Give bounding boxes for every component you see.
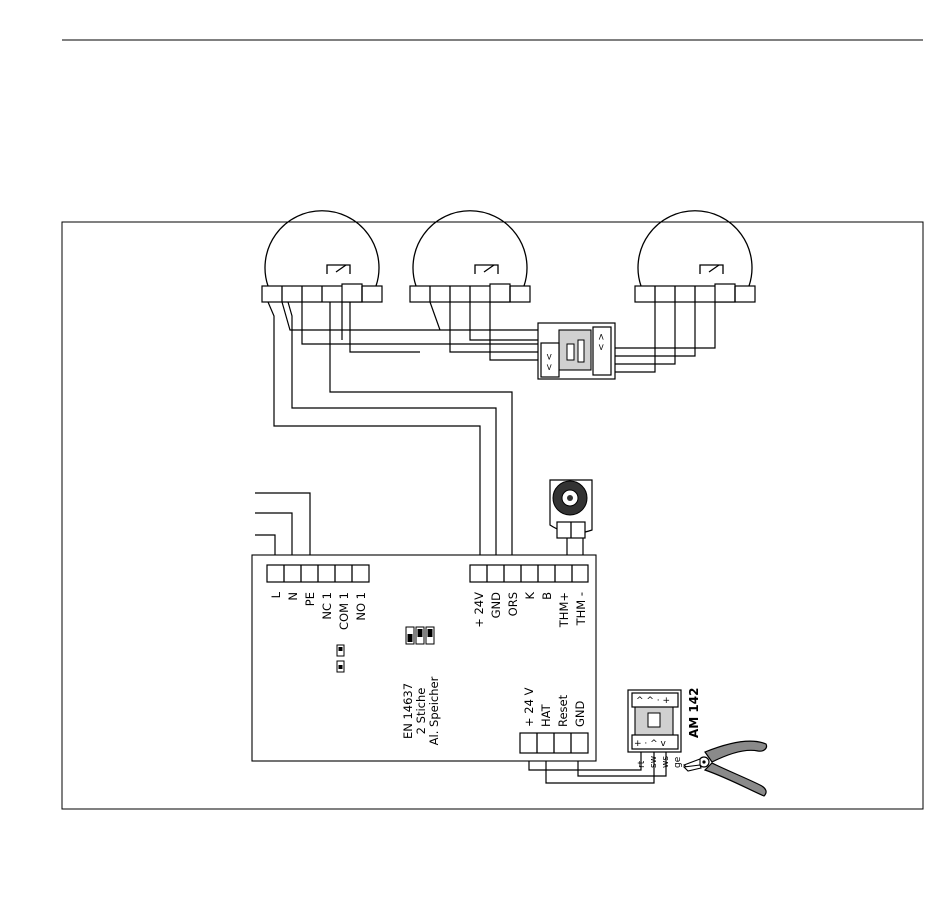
coupling-module: < < < > — [538, 323, 615, 379]
terminal-label-thm-minus: THM - — [574, 592, 588, 626]
terminal-label-thm-plus: THM+ — [557, 592, 571, 628]
standard-note-line-1: EN 14637 — [401, 683, 415, 739]
terminal-label-b: B — [540, 592, 554, 600]
terminal-label-PE: PE — [303, 592, 317, 606]
svg-text:< <: < < — [545, 353, 555, 371]
dip-switch — [406, 627, 434, 644]
door-actuator-1 — [262, 211, 382, 302]
terminal-label-k: K — [523, 592, 537, 600]
terminal-label-gnd: GND — [489, 592, 503, 619]
am142-label: AM 142 — [687, 688, 701, 738]
terminal-label-bottom-24v: + 24 V — [522, 687, 536, 727]
wire-label-ge: ge — [673, 756, 683, 768]
terminal-label-hat: HAT — [539, 703, 553, 727]
door-actuator-2 — [410, 211, 530, 302]
terminal-label-N: N — [286, 592, 300, 601]
standard-note-line-3: Al. Speicher — [427, 676, 441, 745]
svg-text:< >: < > — [597, 333, 607, 351]
thermostat — [550, 480, 592, 538]
terminal-label-NO1: NO 1 — [354, 592, 368, 621]
standard-note-line-2: 2 Stiche — [414, 688, 428, 735]
terminal-label-bottom-gnd: GND — [573, 700, 587, 727]
terminal-label-24v: + 24V — [472, 592, 486, 628]
wire-label-sw: sw — [649, 756, 659, 768]
control-unit: L N PE NC 1 COM 1 NO 1 + 24V GND ORS K B… — [252, 555, 596, 761]
terminal-label-reset: Reset — [556, 694, 570, 727]
wire-label-rt: rt — [637, 760, 647, 768]
svg-text:+ · ^ v: + · ^ v — [634, 739, 667, 749]
terminal-label-L: L — [269, 591, 283, 598]
terminal-label-NC1: NC 1 — [320, 592, 334, 620]
door-actuator-3 — [635, 211, 755, 302]
svg-text:^ ^ · +: ^ ^ · + — [636, 696, 670, 706]
wire-label-ws: ws — [661, 756, 671, 768]
pliers-icon — [684, 741, 767, 796]
terminal-label-ors: ORS — [506, 592, 520, 616]
terminal-label-COM1: COM 1 — [337, 592, 351, 630]
am142-module: ^ ^ · + + · ^ v AM 142 rt sw ws ge — [628, 688, 701, 768]
